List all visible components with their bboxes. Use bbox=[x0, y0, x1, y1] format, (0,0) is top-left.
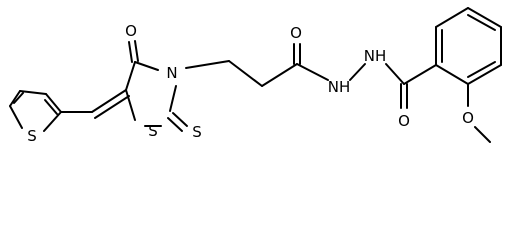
bond bbox=[261, 63, 298, 87]
bond bbox=[125, 89, 136, 121]
bond bbox=[169, 85, 177, 112]
bond bbox=[19, 90, 47, 95]
bond bbox=[94, 95, 130, 119]
bond bbox=[134, 40, 139, 62]
bond bbox=[296, 63, 329, 81]
bond bbox=[134, 61, 159, 71]
bond bbox=[9, 105, 23, 129]
bond bbox=[125, 61, 136, 91]
bond bbox=[385, 63, 405, 85]
atom-thiophene-sulfur: S bbox=[27, 127, 37, 145]
atom-methoxy-oxygen: O bbox=[462, 109, 474, 127]
atom-hydrazide-nh-2: NH bbox=[364, 47, 387, 65]
bond bbox=[167, 117, 183, 132]
bonds bbox=[9, 7, 502, 143]
atom-thiazolidine-sulfur: S bbox=[148, 122, 158, 140]
bond bbox=[435, 7, 469, 28]
bond bbox=[91, 89, 127, 113]
bond bbox=[467, 14, 496, 31]
bond bbox=[13, 92, 24, 104]
atom-ring-carbonyl-oxygen: O bbox=[125, 22, 137, 40]
bond bbox=[349, 63, 366, 81]
bond bbox=[467, 7, 502, 28]
bond bbox=[467, 61, 496, 78]
bond bbox=[403, 64, 437, 85]
bond bbox=[128, 41, 133, 63]
bond bbox=[44, 99, 58, 115]
bond bbox=[435, 64, 469, 85]
atom-thioxo-sulfur: S bbox=[192, 123, 202, 141]
atom-amide-oxygen: O bbox=[290, 24, 302, 42]
molecule-structure: S O N S S O NH NH O O bbox=[9, 7, 502, 145]
bond bbox=[467, 64, 502, 85]
atom-thiazolidine-nitrogen: N bbox=[166, 64, 177, 82]
bond bbox=[172, 112, 188, 127]
atom-labels: S O N S S O NH NH O O bbox=[27, 22, 474, 145]
bond bbox=[9, 90, 21, 107]
bond bbox=[474, 126, 491, 143]
bond bbox=[185, 60, 230, 69]
bond bbox=[43, 111, 62, 132]
bond bbox=[45, 93, 62, 113]
atom-hydrazide-nh-1: NH bbox=[328, 78, 351, 96]
atom-benzoyl-oxygen: O bbox=[398, 112, 410, 130]
bond bbox=[228, 60, 263, 87]
